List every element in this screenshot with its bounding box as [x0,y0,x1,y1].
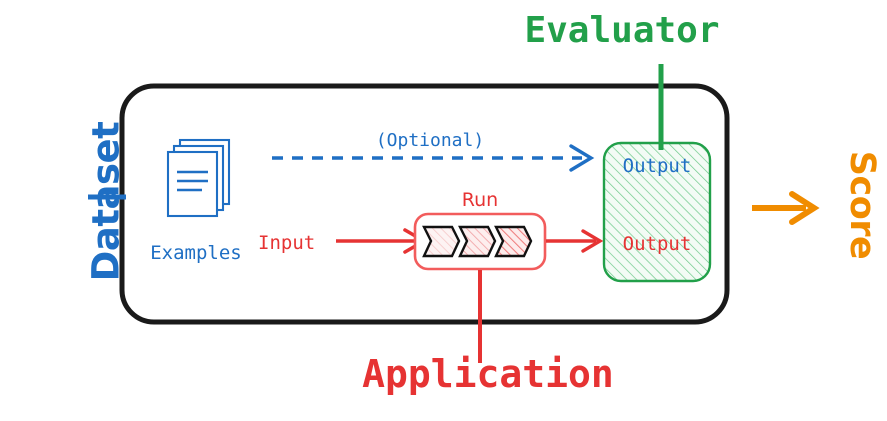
output-bottom-label: Output [622,233,692,255]
input-label: Input [258,232,316,254]
run-label: Run [461,189,499,211]
application-label: Application [362,352,614,396]
output-top-label: Output [622,155,692,177]
chevron-step-1 [422,225,461,258]
score-arrow [752,191,820,225]
run-to-output-arrow [546,229,604,253]
chevron-step-2 [458,225,497,258]
dataset-label: Dataset [84,121,128,282]
evaluator-label: Evaluator [524,10,720,51]
documents-stack-icon [166,138,231,218]
score-label: Score [842,150,882,260]
input-arrow [336,228,428,254]
chevron-step-3 [494,225,533,258]
optional-label: (Optional) [375,130,485,151]
run-box [413,212,547,271]
examples-label: Examples [150,242,242,264]
